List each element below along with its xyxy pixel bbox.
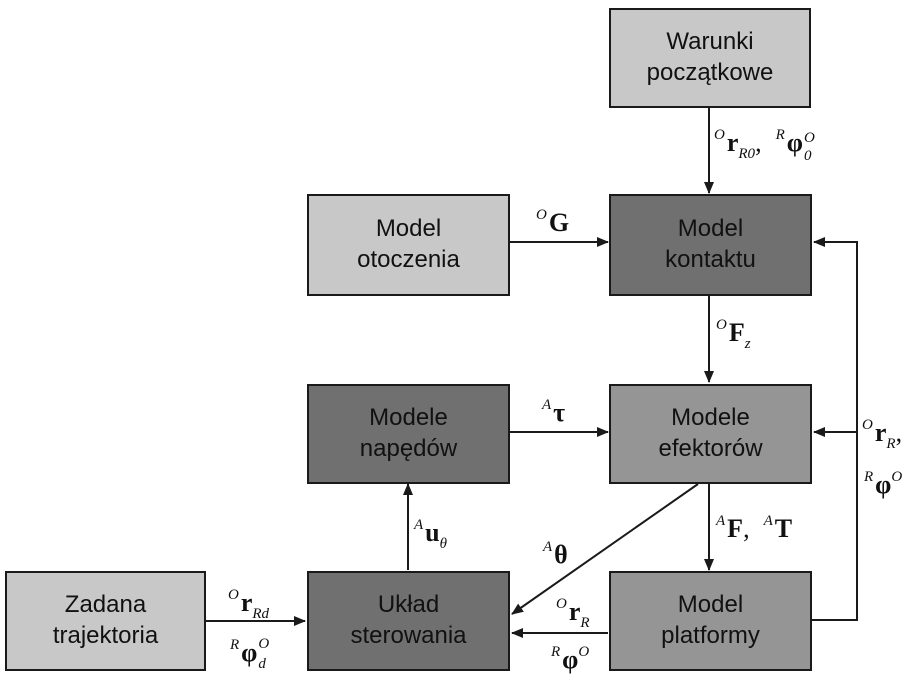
label-environment-geometry: OG [536,207,570,237]
node-model-kontaktu: Model kontaktu [609,194,812,296]
label-feedback-position: OrR, [862,417,903,452]
label-platform-position: OrR [556,596,590,631]
label-desired-position: OrRd [228,587,270,622]
node-model-platformy: Model platformy [609,571,812,671]
arrow-efektory-to-uklad [511,483,699,615]
label-effector-force-torque: AF,AT [716,513,793,543]
node-uklad-sterowania: Układ sterowania [307,571,510,671]
label-control-signal: Auθ [414,517,448,552]
label-drive-torque: Aτ [542,397,566,427]
label-joint-angles: Aθ [543,539,568,569]
node-modele-napedow: Modele napędów [307,384,510,484]
node-modele-efektorow: Modele efektorów [609,384,812,484]
label-platform-orientation: RφO [551,644,590,674]
node-warunki-poczatkowe: Warunki początkowe [609,8,811,108]
label-contact-force: OFz [716,317,751,352]
node-zadana-trajektoria: Zadana trajektoria [5,571,206,671]
label-feedback-orientation: RφO [864,469,903,499]
node-model-otoczenia: Model otoczenia [307,194,510,296]
